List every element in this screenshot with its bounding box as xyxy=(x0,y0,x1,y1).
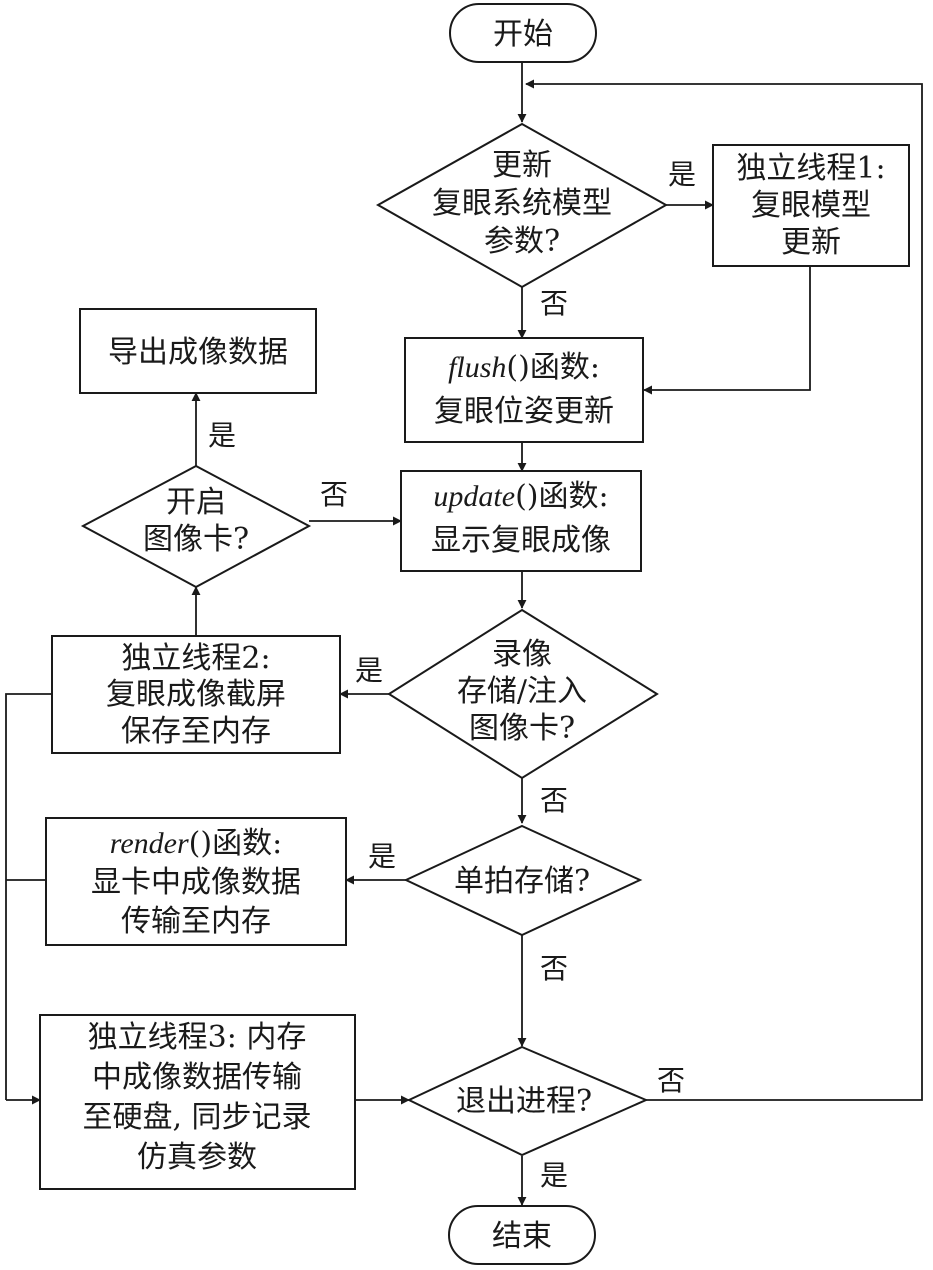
label-card-yes: 是 xyxy=(208,419,236,452)
thread2-box: 独立线程2: 复眼成像截屏 保存至内存 xyxy=(51,635,341,754)
single-shot-decision: 单拍存储? xyxy=(403,824,643,937)
label-exit-no: 否 xyxy=(657,1064,685,1097)
label-record-no: 否 xyxy=(540,784,568,817)
thread3-line1: 独立线程3: 内存 xyxy=(88,1020,307,1055)
update-params-line1: 更新 xyxy=(492,148,552,183)
flush-function-title: flush()函数: xyxy=(448,350,600,385)
record-decision: 录像 存储/注入 图像卡? xyxy=(387,608,659,780)
end-label: 结束 xyxy=(492,1219,552,1254)
thread1-line3: 更新 xyxy=(781,225,841,260)
thread3-line4: 仿真参数 xyxy=(137,1140,257,1175)
update-function-desc: 显示复眼成像 xyxy=(431,523,611,558)
label-update-no: 否 xyxy=(540,287,568,320)
label-single-no: 否 xyxy=(540,952,568,985)
exit-process-label: 退出进程? xyxy=(456,1084,592,1119)
flush-function-box: flush()函数: 复眼位姿更新 xyxy=(404,337,644,443)
render-function-box: render()函数: 显卡中成像数据 传输至内存 xyxy=(45,817,347,946)
render-function-title: render()函数: xyxy=(110,826,282,861)
thread2-line3: 保存至内存 xyxy=(121,714,271,749)
record-line2: 存储/注入 xyxy=(457,674,587,709)
exit-process-decision: 退出进程? xyxy=(406,1045,649,1157)
thread1-line2: 复眼模型 xyxy=(751,188,871,223)
record-line1: 录像 xyxy=(492,637,552,672)
record-line3: 图像卡? xyxy=(469,711,575,746)
thread2-line1: 独立线程2: xyxy=(121,641,270,676)
export-data-box: 导出成像数据 xyxy=(79,308,317,394)
update-params-line2: 复眼系统模型 xyxy=(432,186,612,221)
thread1-box: 独立线程1: 复眼模型 更新 xyxy=(712,144,910,267)
label-single-yes: 是 xyxy=(368,840,396,873)
image-card-line2: 图像卡? xyxy=(143,522,249,557)
label-exit-yes: 是 xyxy=(540,1159,568,1192)
label-card-no: 否 xyxy=(320,478,348,511)
thread3-line2: 中成像数据传输 xyxy=(92,1060,302,1095)
end-terminal: 结束 xyxy=(448,1205,596,1265)
start-label: 开始 xyxy=(493,17,553,52)
image-card-decision: 开启 图像卡? xyxy=(80,464,312,589)
edge-exit-loop-back xyxy=(525,79,923,1101)
flush-function-desc: 复眼位姿更新 xyxy=(434,394,614,429)
update-function-title: update()函数: xyxy=(433,479,608,514)
export-data-label: 导出成像数据 xyxy=(108,335,288,370)
label-record-yes: 是 xyxy=(355,654,383,687)
single-shot-label: 单拍存储? xyxy=(454,864,590,899)
render-function-line2: 显卡中成像数据 xyxy=(91,865,301,900)
label-update-yes: 是 xyxy=(668,158,696,191)
edge-thread2-left-merge xyxy=(5,693,52,1100)
update-function-box: update()函数: 显示复眼成像 xyxy=(400,470,642,572)
image-card-line1: 开启 xyxy=(166,485,226,520)
edge-thread1-to-flush xyxy=(643,266,811,395)
update-params-line3: 参数? xyxy=(484,224,560,259)
thread3-box: 独立线程3: 内存 中成像数据传输 至硬盘, 同步记录 仿真参数 xyxy=(39,1014,356,1190)
thread1-line1: 独立线程1: xyxy=(736,151,885,186)
thread3-line3: 至硬盘, 同步记录 xyxy=(82,1100,311,1135)
render-function-line3: 传输至内存 xyxy=(121,904,271,939)
update-params-decision: 更新 复眼系统模型 参数? xyxy=(375,122,669,289)
thread2-line2: 复眼成像截屏 xyxy=(106,677,286,712)
start-terminal: 开始 xyxy=(449,3,597,63)
